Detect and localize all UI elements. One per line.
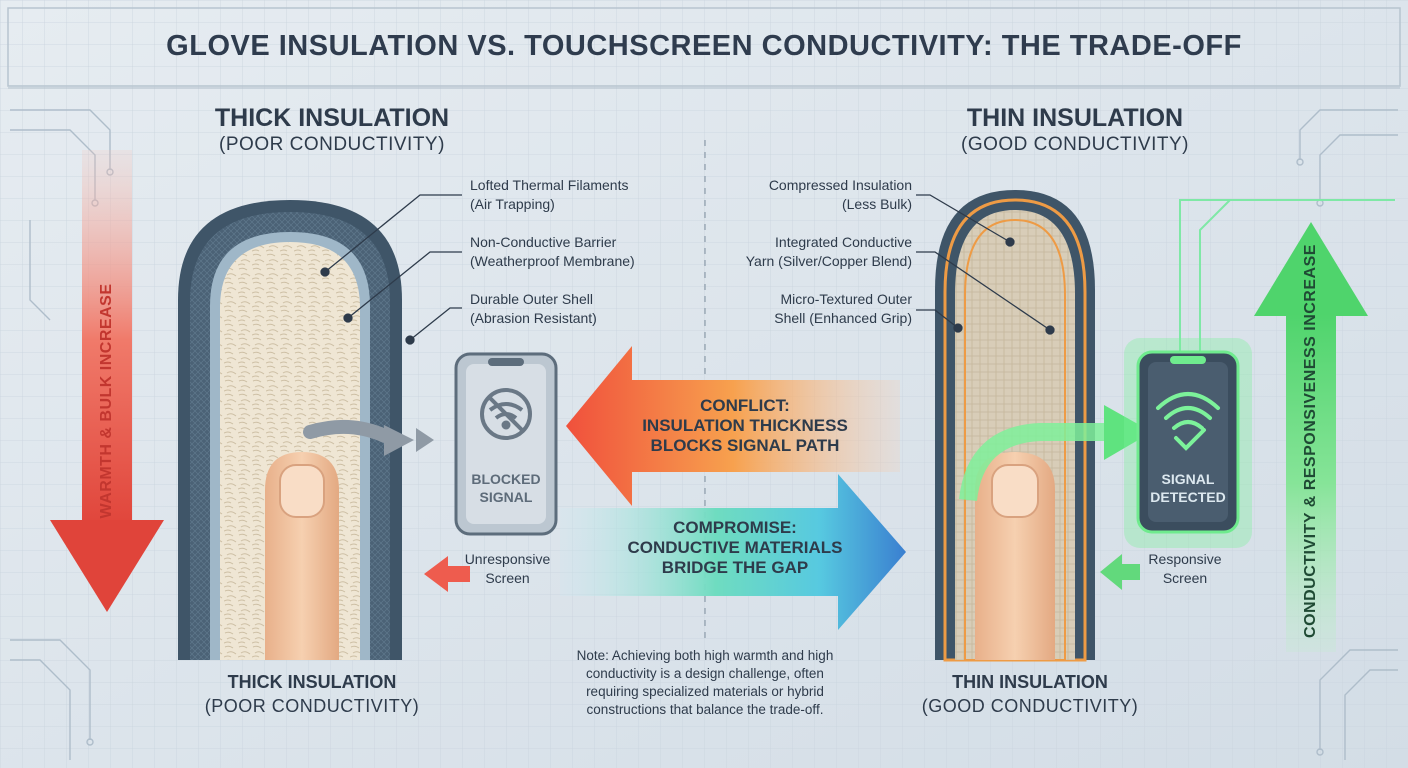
annotation-non-conductive-barrier: Non-Conductive Barrier(Weatherproof Memb… <box>470 234 635 269</box>
conflict-arrow <box>566 346 900 506</box>
left-heading: THICK INSULATION <box>214 104 450 132</box>
conductivity-arrow <box>1254 222 1368 652</box>
right-heading: THIN INSULATION <box>966 104 1184 132</box>
page-title: GLOVE INSULATION VS. TOUCHSCREEN CONDUCT… <box>166 30 1242 62</box>
annotation-lofted-filaments: Lofted Thermal Filaments(Air Trapping) <box>470 177 629 212</box>
wifi-check-icon <box>1156 392 1220 451</box>
design-note: Note: Achieving both high warmth and hig… <box>576 648 834 717</box>
responsive-arrow <box>1100 554 1140 590</box>
blocked-wifi-icon <box>480 388 532 440</box>
left-footer-subheading: (POOR CONDUCTIVITY) <box>204 696 420 716</box>
thick-glove-illustration <box>178 200 434 660</box>
signal-traces <box>1179 199 1395 355</box>
right-footer-subheading: (GOOD CONDUCTIVITY) <box>921 696 1139 716</box>
conductivity-label: CONDUCTIVITY & RESPONSIVENESS INCREASE <box>1302 244 1319 638</box>
annotation-leaders <box>320 194 1055 345</box>
blocked-phone <box>454 352 558 536</box>
unresponsive-arrow <box>424 556 470 592</box>
left-footer-heading: THICK INSULATION <box>227 672 397 692</box>
right-subheading: (GOOD CONDUCTIVITY) <box>961 134 1189 155</box>
warmth-bulk-label: WARMTH & BULK INCREASE <box>98 283 115 519</box>
annotation-compressed-insulation: Compressed Insulation(Less Bulk) <box>768 177 912 212</box>
compromise-arrow <box>560 474 906 630</box>
thin-glove-illustration <box>935 190 1152 662</box>
annotation-outer-shell: Durable Outer Shell(Abrasion Resistant) <box>470 291 597 326</box>
warmth-arrow <box>50 150 164 612</box>
left-subheading: (POOR CONDUCTIVITY) <box>219 134 445 155</box>
right-footer-heading: THIN INSULATION <box>952 672 1108 692</box>
